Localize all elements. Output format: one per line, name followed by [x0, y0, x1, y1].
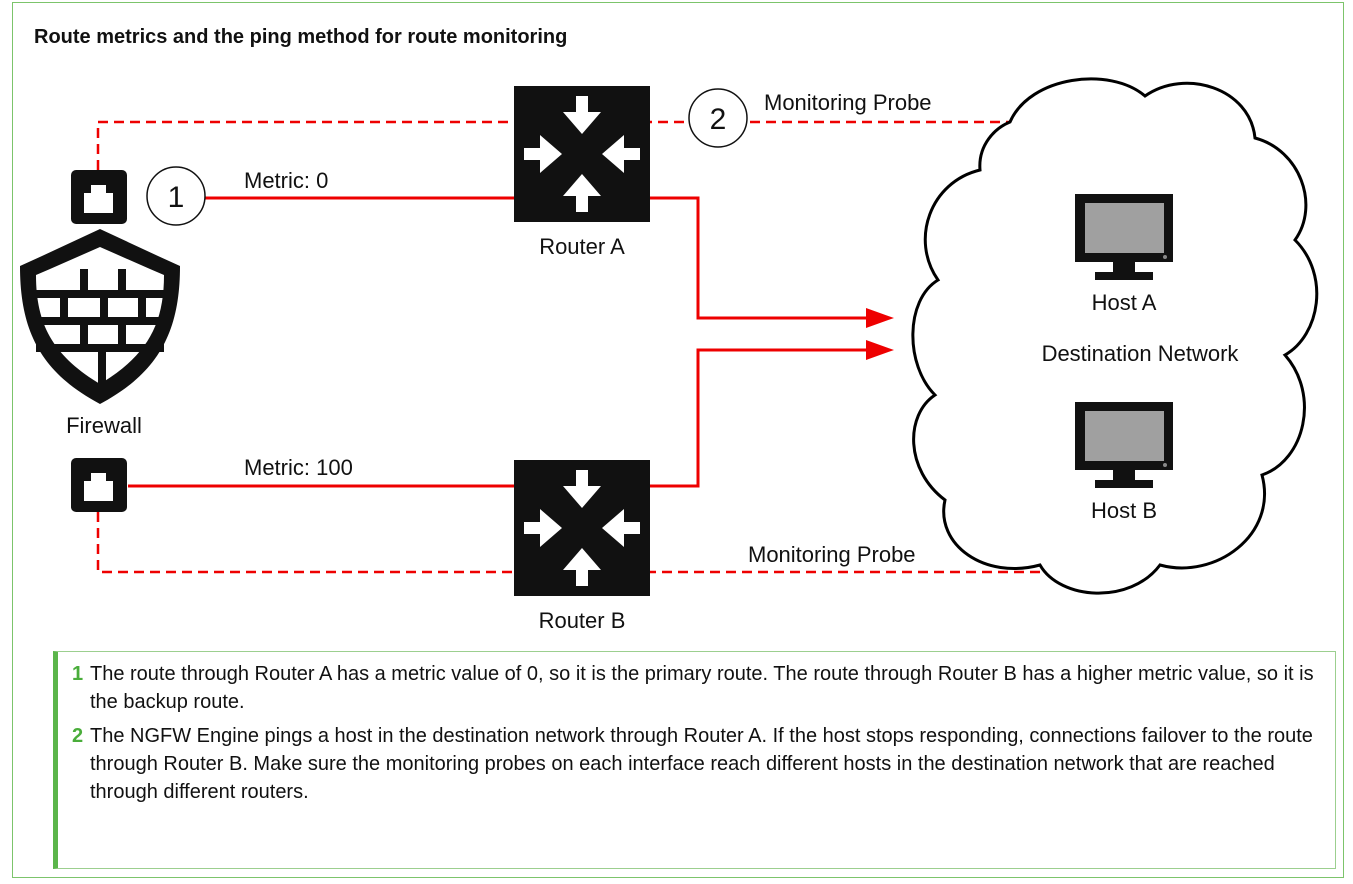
marker-1: 1	[146, 166, 206, 226]
figure-frame	[12, 2, 1344, 878]
network-diagram: 1 2 Metric: 0 Metric: 100 Monitoring Pro…	[20, 77, 1319, 633]
arrowhead-router-b	[866, 340, 894, 360]
callout-item-1: 1 The route through Router A has a metri…	[72, 660, 1315, 716]
destination-network-cloud	[911, 77, 1319, 595]
marker-2-label: 2	[710, 103, 727, 136]
ethernet-port-b-icon	[71, 458, 127, 512]
destination-network-label: Destination Network	[1042, 341, 1240, 366]
metric-b-label: Metric: 100	[244, 455, 353, 480]
route-lines	[128, 196, 868, 488]
router-b-icon	[514, 460, 650, 596]
router-a-label: Router A	[539, 234, 625, 259]
callout-list: 1 The route through Router A has a metri…	[53, 651, 1336, 869]
host-a-monitor-icon	[1075, 194, 1173, 280]
probe-a-label: Monitoring Probe	[764, 90, 932, 115]
marker-2: 2	[688, 88, 748, 148]
router-a-icon	[514, 86, 650, 222]
callout-number: 2	[72, 725, 84, 747]
host-b-label: Host B	[1091, 498, 1157, 523]
figure-title: Route metrics and the ping method for ro…	[34, 26, 568, 48]
callout-text: The route through Router A has a metric …	[90, 663, 1314, 713]
route-router-b-to-network	[650, 348, 868, 488]
callout-item-2: 2 The NGFW Engine pings a host in the de…	[72, 722, 1315, 806]
arrowhead-router-a	[866, 308, 894, 328]
probe-b-label: Monitoring Probe	[748, 542, 916, 567]
host-a-label: Host A	[1092, 290, 1157, 315]
firewall-label: Firewall	[66, 413, 142, 438]
marker-1-label: 1	[168, 181, 185, 214]
firewall-shield-icon	[20, 229, 180, 404]
host-b-monitor-icon	[1075, 402, 1173, 488]
callout-number: 1	[72, 663, 84, 685]
probe-line-a	[96, 120, 686, 170]
ethernet-port-a-icon	[71, 170, 127, 224]
callout-text: The NGFW Engine pings a host in the dest…	[90, 725, 1313, 803]
route-router-a-to-network	[650, 196, 868, 320]
metric-a-label: Metric: 0	[244, 168, 328, 193]
router-b-label: Router B	[539, 608, 626, 633]
